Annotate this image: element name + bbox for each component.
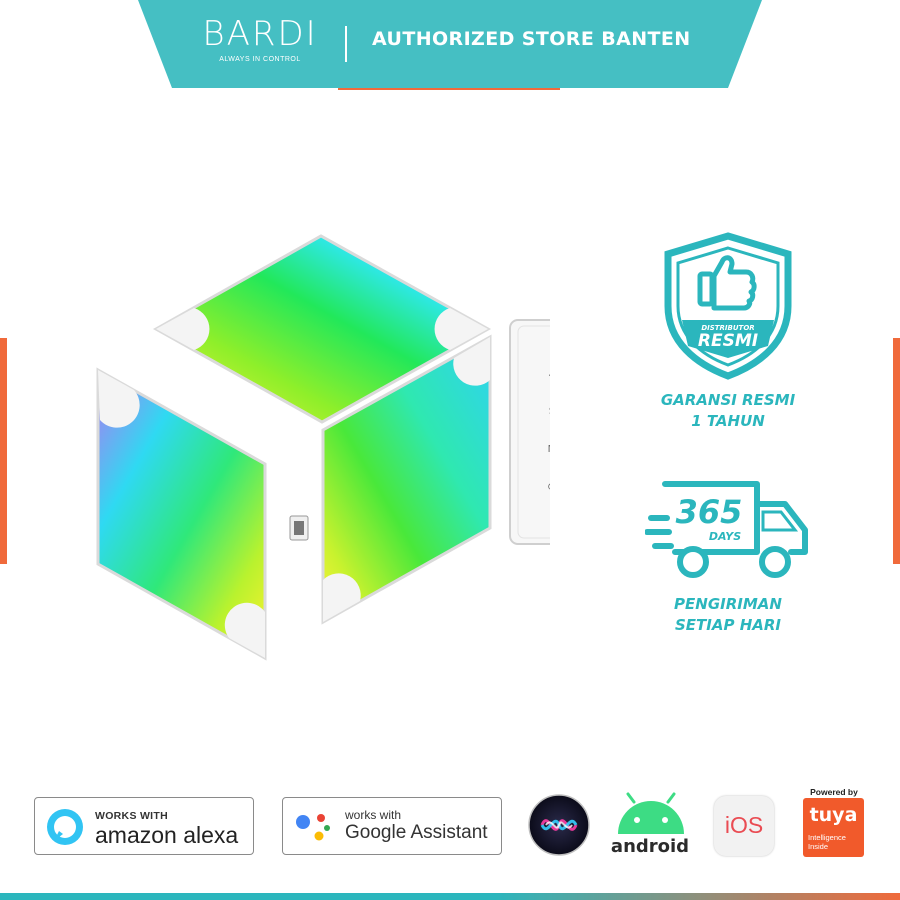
remote-button-power: ⏻: [548, 482, 550, 493]
tuya-tagline-line-2: Inside: [808, 842, 829, 851]
delivery-line-1: PENGIRIMAN: [674, 595, 782, 613]
brand-name: BARDI: [202, 14, 318, 54]
brand-tagline: ALWAYS IN CONTROL: [219, 56, 301, 63]
right-accent-bar: [893, 338, 900, 564]
google-assistant-icon: [296, 814, 330, 841]
warranty-text: GARANSI RESMI 1 TAHUN: [640, 390, 816, 432]
alexa-ring-icon: [47, 809, 83, 845]
bottom-accent-bar: [0, 893, 900, 900]
header-banner: [138, 0, 762, 90]
google-assistant-label: Google Assistant: [345, 822, 488, 843]
store-label: AUTHORIZED STORE BANTEN: [372, 28, 691, 50]
right-light-panel: [321, 334, 492, 625]
distributor-resmi-badge: DISTRIBUTOR RESMI: [660, 232, 796, 380]
works-with-alexa-badge: WORKS WITH amazon alexa: [34, 797, 254, 855]
tuya-name-label: tuya: [809, 804, 858, 826]
ios-icon: iOS: [714, 796, 774, 856]
thumbs-up-icon: [697, 255, 757, 311]
alexa-works-with-label: WORKS WITH: [95, 810, 168, 822]
remote-button-music: ♫: [547, 366, 550, 379]
distributor-label: DISTRIBUTOR: [701, 324, 754, 332]
delivery-text: PENGIRIMAN SETIAP HARI: [640, 594, 816, 636]
tuya-tagline: Intelligence Inside: [808, 833, 846, 851]
hexagon-light-panels-image: ♫ S M ⏻: [90, 230, 577, 670]
resmi-label: RESMI: [698, 331, 758, 351]
header-banner-shape: [138, 0, 762, 90]
alexa-brand-label: amazon alexa: [95, 822, 239, 848]
left-accent-bar: [0, 338, 7, 564]
works-with-google-assistant-badge: works with Google Assistant: [282, 797, 502, 855]
delivery-line-2: SETIAP HARI: [675, 616, 781, 634]
tuya-logo: tuya Intelligence Inside: [803, 798, 864, 857]
bardi-logo: BARDI ALWAYS IN CONTROL: [190, 14, 330, 63]
warranty-line-1: GARANSI RESMI: [660, 391, 796, 409]
remote-controller: [509, 319, 577, 545]
tuya-tagline-line-1: Intelligence: [808, 833, 846, 842]
remote-button-s: S: [549, 406, 550, 417]
delivery-truck-icon: 365 DAYS: [644, 478, 820, 586]
siri-icon: [528, 794, 590, 856]
remote-button-m: M: [548, 444, 550, 455]
days-number: 365: [676, 493, 743, 531]
android-icon: [612, 792, 690, 838]
warranty-line-2: 1 TAHUN: [691, 412, 765, 430]
days-label: DAYS: [709, 530, 741, 543]
header-divider: [345, 26, 347, 62]
tuya-powered-by-label: Powered by: [810, 787, 858, 797]
android-label: android: [610, 836, 690, 857]
google-works-with-label: works with: [345, 808, 402, 822]
ios-label: iOS: [724, 812, 764, 838]
